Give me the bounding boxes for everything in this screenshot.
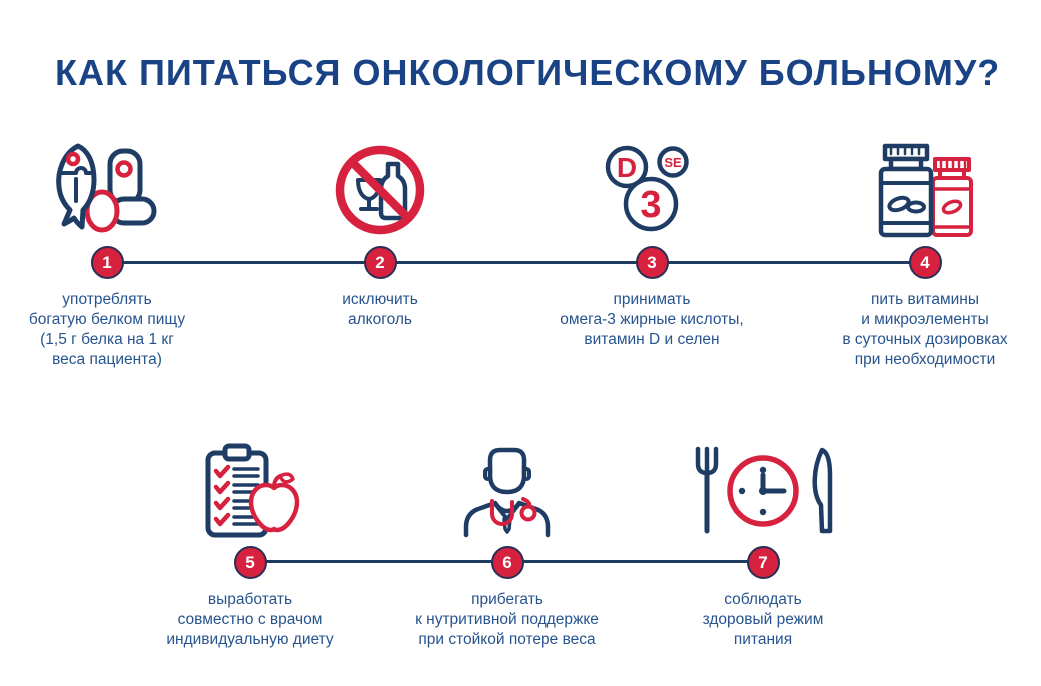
step-label: соблюдать здоровый режим питания — [702, 591, 824, 648]
step-number: 7 — [758, 553, 768, 572]
step-number: 4 — [920, 253, 930, 272]
step-2-icon-area — [332, 140, 428, 246]
meal-schedule-icon — [695, 446, 833, 534]
step-number: 5 — [245, 553, 255, 572]
page-title: КАК ПИТАТЬСЯ ОНКОЛОГИЧЕСКОМУ БОЛЬНОМУ? — [55, 52, 1001, 94]
step-1: 1 употреблять богатую белком пищу (1,5 г… — [0, 140, 223, 370]
step-3: D SE 3 3 принимать омега-3 жирные кислот… — [536, 140, 768, 350]
step-label: выработать совместно с врачом индивидуал… — [166, 591, 334, 648]
step-label: исключить алкоголь — [342, 291, 418, 328]
step-label: пить витамины и микроэлементы в суточных… — [842, 291, 1008, 368]
step-6: 6 прибегать к нутритивной поддержке при … — [391, 440, 623, 650]
step-number: 2 — [375, 253, 385, 272]
step-6-icon-area — [452, 440, 562, 546]
step-number-badge: 2 — [363, 246, 397, 279]
fish-meat-egg-icon — [56, 143, 157, 233]
letter-d: D — [617, 152, 637, 183]
no-alcohol-icon — [335, 145, 425, 235]
step-number: 1 — [102, 253, 112, 272]
vitamin-bottles-icon — [878, 143, 973, 238]
step-number-badge: 6 — [490, 546, 524, 579]
step-number-badge: 5 — [233, 546, 267, 579]
step-7-icon-area — [688, 440, 838, 546]
step-2: 2 исключить алкоголь — [264, 140, 496, 330]
step-1-icon-area — [52, 140, 162, 246]
omega3-vitamin-d-selenium-icon: D SE 3 — [605, 145, 689, 232]
letter-3: 3 — [640, 184, 661, 226]
diet-checklist-apple-icon — [205, 443, 300, 538]
letter-se: SE — [664, 155, 682, 170]
step-label: употреблять богатую белком пищу (1,5 г б… — [28, 291, 186, 368]
doctor-icon — [463, 447, 551, 538]
step-4: 4 пить витамины и микроэлементы в суточн… — [809, 140, 1041, 370]
step-3-icon-area: D SE 3 — [597, 140, 707, 246]
step-label: принимать омега-3 жирные кислоты, витами… — [560, 291, 744, 348]
step-number-badge: 1 — [90, 246, 124, 279]
step-number-badge: 4 — [908, 246, 942, 279]
step-label: прибегать к нутритивной поддержке при ст… — [415, 591, 599, 648]
step-number: 3 — [647, 253, 657, 272]
timeline-row-1 — [107, 261, 925, 264]
step-7: 7 соблюдать здоровый режим питания — [647, 440, 879, 650]
step-number: 6 — [502, 553, 512, 572]
step-number-badge: 3 — [635, 246, 669, 279]
step-number-badge: 7 — [746, 546, 780, 579]
step-5: 5 выработать совместно с врачом индивиду… — [134, 440, 366, 650]
step-4-icon-area — [871, 140, 979, 246]
step-5-icon-area — [194, 440, 306, 546]
